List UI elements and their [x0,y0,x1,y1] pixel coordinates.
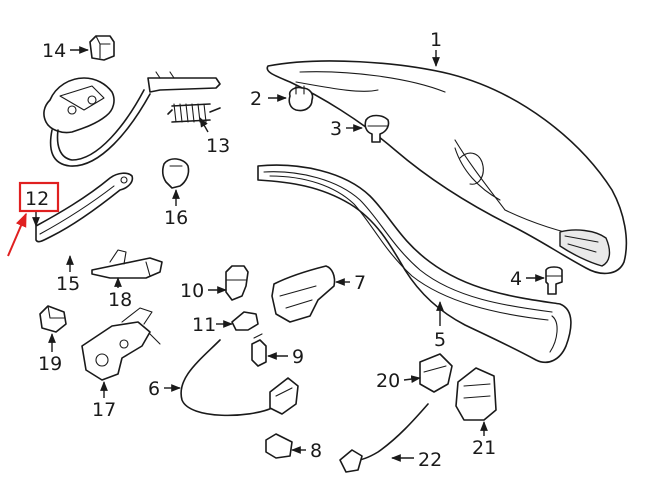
callout-labels: 1 2 3 4 5 6 7 8 9 10 11 12 13 14 15 16 1… [25,29,522,471]
callout-16[interactable]: 16 [164,207,188,229]
callout-22[interactable]: 22 [418,449,442,471]
part-1-trunk-lid[interactable] [266,60,628,275]
part-18-bracket[interactable] [91,249,163,279]
callout-2[interactable]: 2 [250,88,262,110]
highlight-box [18,181,60,213]
callout-21[interactable]: 21 [472,437,496,459]
callout-3[interactable]: 3 [330,118,342,140]
part-17-latch[interactable] [81,307,161,381]
callout-19[interactable]: 19 [38,353,62,375]
callout-15[interactable]: 15 [56,273,80,295]
callout-14[interactable]: 14 [42,40,66,62]
part-12-hinge[interactable] [43,71,221,167]
callout-18[interactable]: 18 [108,289,132,311]
callout-9[interactable]: 9 [292,346,304,368]
callout-6[interactable]: 6 [148,378,160,400]
callout-12[interactable]: 12 [25,188,49,210]
callout-5[interactable]: 5 [434,329,446,351]
part-9-switch[interactable] [251,333,267,367]
callout-leaders [32,46,545,462]
callout-13[interactable]: 13 [206,135,230,157]
part-4-bumper[interactable] [545,266,563,295]
callout-7[interactable]: 7 [354,272,366,294]
part-22-release-cable[interactable] [339,403,429,473]
part-7-trim-cover[interactable] [271,265,336,323]
highlight-arrow [7,212,27,257]
callout-11[interactable]: 11 [192,314,216,336]
callout-17[interactable]: 17 [92,399,116,421]
callout-10[interactable]: 10 [180,280,204,302]
part-2-bumper[interactable] [288,85,314,112]
part-20-switch[interactable] [419,353,453,393]
part-19-clip[interactable] [39,305,67,333]
callout-4[interactable]: 4 [510,268,522,290]
part-8-clip[interactable] [265,433,293,459]
part-14-clip[interactable] [89,35,115,61]
part-16-bracket[interactable] [161,158,190,189]
part-10-actuator[interactable] [225,265,249,301]
part-5-weatherstrip[interactable] [257,164,572,364]
part-15-hinge-arm[interactable] [35,172,134,243]
callout-1[interactable]: 1 [430,29,442,51]
part-6-cable[interactable] [180,339,299,417]
part-11-clip[interactable] [231,311,259,331]
callout-8[interactable]: 8 [310,440,322,462]
part-21-lock-module[interactable] [455,367,497,421]
part-13-spring[interactable] [167,103,221,123]
callout-20[interactable]: 20 [376,370,400,392]
part-3-bumper[interactable] [364,114,390,143]
